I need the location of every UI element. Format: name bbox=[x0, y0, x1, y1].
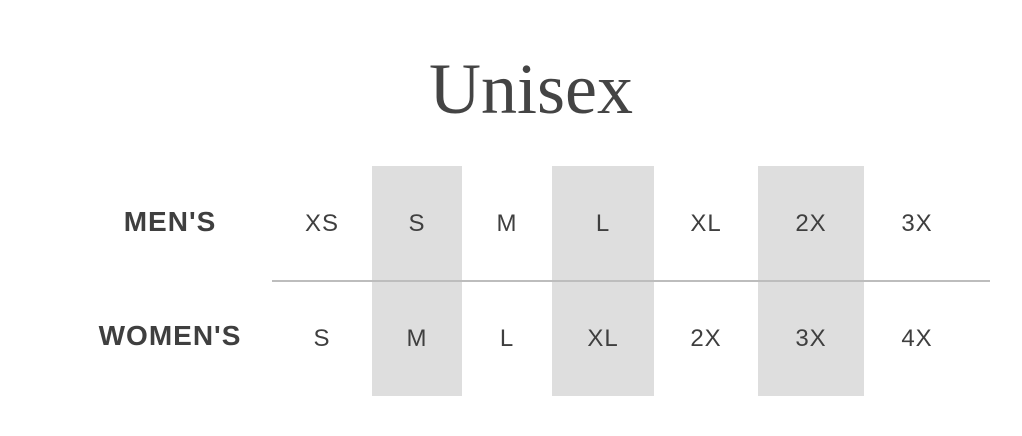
mens-size-cell: L bbox=[595, 210, 611, 237]
mens-size-cell: 2X bbox=[795, 210, 827, 237]
womens-size-cell: 2X bbox=[690, 325, 722, 352]
womens-size-cell: 3X bbox=[795, 325, 827, 352]
row-divider bbox=[272, 280, 990, 282]
size-chart-title: Unisex bbox=[429, 49, 633, 129]
womens-size-cell: S bbox=[313, 325, 331, 352]
womens-size-cell: L bbox=[499, 325, 515, 352]
mens-size-cell: M bbox=[496, 210, 518, 237]
mens-size-cell: S bbox=[408, 210, 426, 237]
womens-size-cell: M bbox=[406, 325, 428, 352]
mens-size-cell: XL bbox=[690, 210, 722, 237]
mens-row-label: MEN'S bbox=[123, 206, 217, 237]
womens-row-label: WOMEN'S bbox=[98, 320, 242, 351]
mens-size-cell: XS bbox=[304, 210, 339, 237]
womens-size-cell: 4X bbox=[901, 325, 933, 352]
mens-size-cell: 3X bbox=[901, 210, 933, 237]
womens-size-cell: XL bbox=[587, 325, 619, 352]
